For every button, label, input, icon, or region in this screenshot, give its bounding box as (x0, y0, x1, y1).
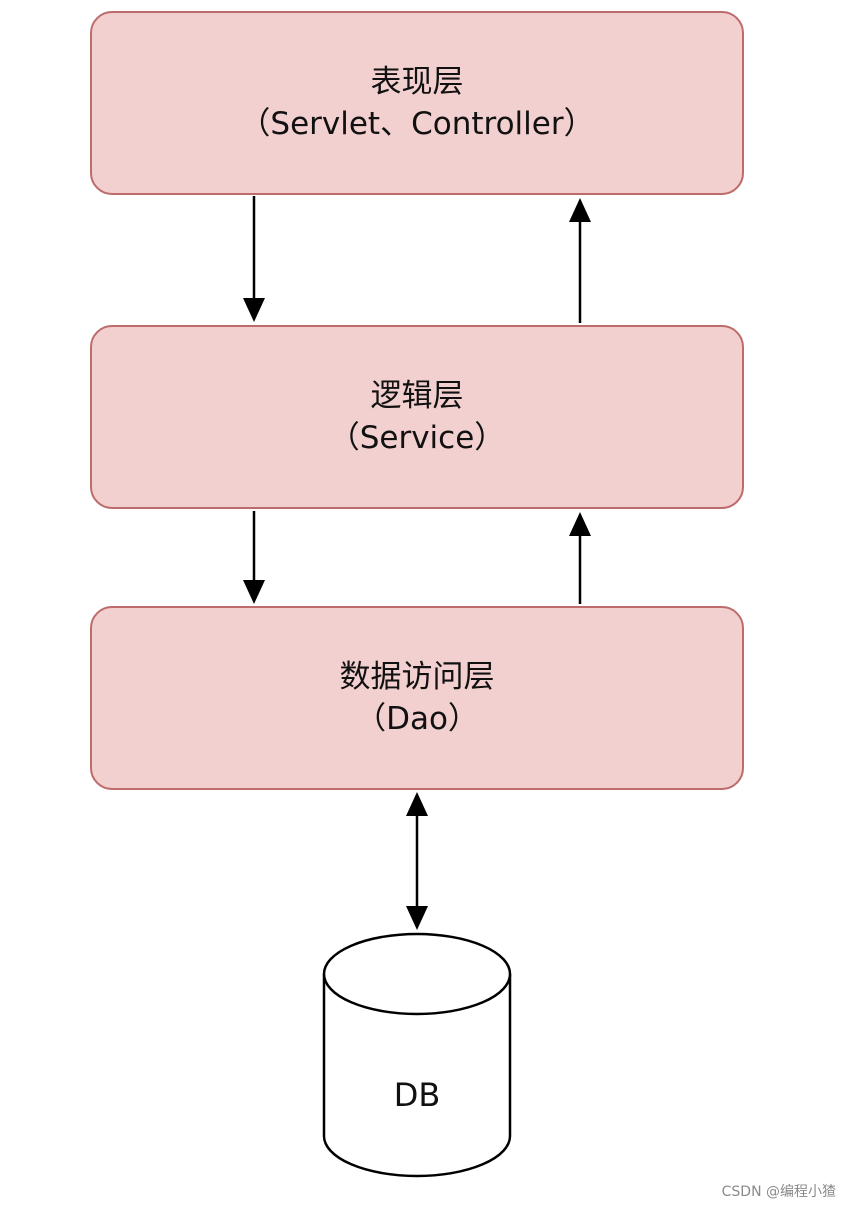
logic-layer-box: 逻辑层 （Service） (90, 325, 744, 509)
arrowhead-up-icon (569, 198, 591, 222)
dao-layer-title: 数据访问层 (339, 659, 495, 695)
database-label: DB (393, 1076, 441, 1114)
presentation-layer-box: 表现层 （Servlet、Controller） (90, 11, 744, 195)
arrowhead-down-icon (406, 906, 428, 930)
arrowhead-up-icon (569, 512, 591, 536)
presentation-layer-subtitle: （Servlet、Controller） (239, 106, 595, 142)
logic-layer-title: 逻辑层 (370, 378, 464, 414)
presentation-layer-title: 表现层 (370, 64, 464, 100)
database-cylinder-icon (322, 932, 512, 1178)
watermark: CSDN @编程小猹 (721, 1184, 836, 1200)
logic-layer-subtitle: （Service） (328, 420, 506, 456)
arrowhead-down-icon (243, 580, 265, 604)
arrowhead-up-icon (406, 792, 428, 816)
arrowhead-down-icon (243, 298, 265, 322)
dao-layer-box: 数据访问层 （Dao） (90, 606, 744, 790)
dao-layer-subtitle: （Dao） (355, 701, 479, 737)
